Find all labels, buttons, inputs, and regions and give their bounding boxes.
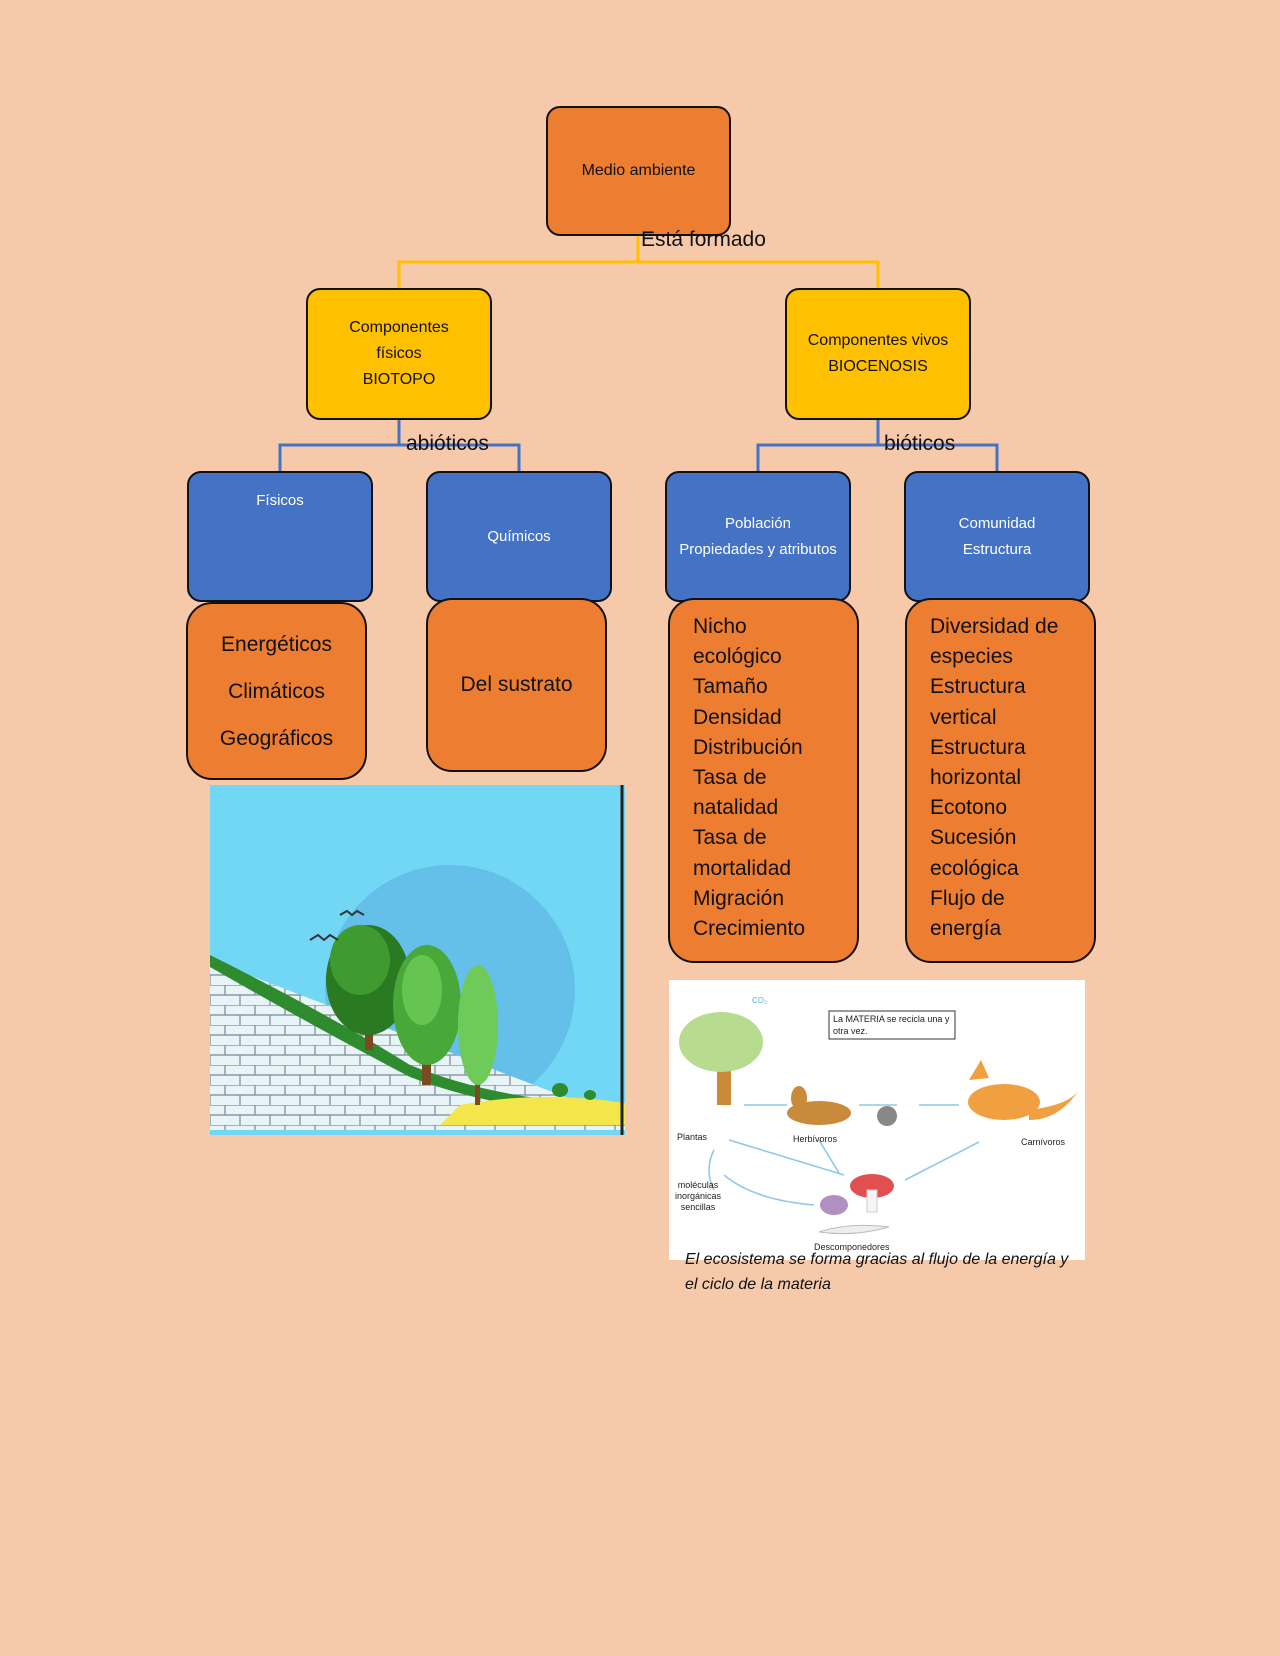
node-line: Población: [725, 514, 791, 532]
node-label: Químicos: [487, 527, 551, 545]
detail-item: Tasa de: [693, 766, 767, 790]
detail-item: ecológica: [930, 856, 1019, 880]
root-branch-line: [397, 260, 880, 288]
detail-item: horizontal: [930, 766, 1022, 790]
detail-item: Climáticos: [228, 679, 325, 703]
node-comunidad: Comunidad Estructura: [904, 471, 1090, 602]
detail-item: ecológico: [693, 645, 782, 669]
node-componentes-vivos: Componentes vivos BIOCENOSIS: [785, 288, 971, 420]
node-medio-ambiente: Medio ambiente: [546, 106, 731, 236]
node-label: Físicos: [256, 492, 304, 509]
biocenosis-branch-line: [756, 443, 999, 471]
node-line: Componentes vivos: [807, 332, 949, 349]
node-line: Comunidad: [958, 514, 1036, 532]
detail-item: Tamaño: [693, 675, 768, 699]
label-co2: CO₂: [752, 996, 768, 1005]
ecosystem-caption: El ecosistema se forma gracias al flujo …: [685, 1251, 1069, 1293]
detail-item: Ecotono: [930, 796, 1008, 820]
edge-label-bioticos: bióticos: [884, 432, 956, 455]
detail-item: Migración: [693, 886, 785, 910]
label-carnivoros: Carnívoros: [1021, 1137, 1066, 1147]
label-descomponedores: Descomponedores: [814, 1242, 890, 1252]
detail-item: energía: [930, 917, 1002, 941]
node-line: BIOTOPO: [362, 371, 436, 388]
detail-item: Flujo de: [930, 886, 1005, 910]
detail-comunidad: Diversidad de especies Estructura vertic…: [905, 598, 1096, 963]
detail-item: Densidad: [693, 705, 782, 729]
node-componentes-fisicos: Componentes físicos BIOTOPO: [306, 288, 492, 420]
detail-item: vertical: [930, 705, 997, 729]
hillside-trees-illustration: [210, 785, 625, 1135]
detail-item: Crecimiento: [693, 917, 806, 941]
label-moleculas: moléculas inorgánicas sencillas: [675, 1180, 721, 1213]
node-line: BIOCENOSIS: [828, 358, 928, 375]
node-poblacion: Población Propiedades y atributos: [665, 471, 851, 602]
node-line: Propiedades y atributos: [679, 540, 837, 558]
label-plantas: Plantas: [677, 1132, 708, 1142]
label-moleculas-line: moléculas: [677, 1180, 719, 1190]
node-fisicos: Físicos: [187, 471, 373, 602]
node-line: Componentes: [349, 319, 449, 336]
detail-item: Tasa de: [693, 826, 767, 850]
detail-fisicos: Energéticos Climáticos Geográficos: [186, 602, 367, 780]
label-moleculas-line: sencillas: [680, 1202, 716, 1212]
detail-poblacion: Nicho ecológico Tamaño Densidad Distribu…: [668, 598, 859, 963]
detail-item: mortalidad: [693, 856, 792, 880]
label-herbivoros: Herbívoros: [793, 1134, 838, 1144]
edge-label-esta-formado: Está formado: [641, 228, 766, 251]
node-line: físicos: [376, 345, 422, 362]
detail-item: Sucesión: [930, 826, 1017, 850]
detail-item: Diversidad de: [930, 615, 1059, 638]
cycle-note: La MATERIA se recicla una y otra vez.: [833, 1014, 950, 1036]
detail-item: natalidad: [693, 796, 779, 820]
detail-item: Distribución: [693, 735, 803, 759]
node-quimicos: Químicos: [426, 471, 612, 602]
edge-label-abioticos: abióticos: [406, 432, 489, 455]
biotopo-branch-line: [278, 443, 521, 471]
detail-item: Del sustrato: [460, 673, 573, 697]
detail-item: Energéticos: [221, 632, 332, 656]
detail-item: Nicho: [693, 615, 747, 638]
matter-cycle-illustration: La MATERIA se recicla una y otra vez. Pl…: [669, 980, 1085, 1260]
label-moleculas-line: inorgánicas: [675, 1191, 722, 1201]
node-label: Medio ambiente: [581, 162, 696, 180]
detail-item: Geográficos: [219, 726, 334, 750]
detail-item: especies: [930, 645, 1013, 669]
detail-item: Estructura: [930, 675, 1026, 699]
node-line: Estructura: [962, 540, 1032, 558]
detail-item: Estructura: [930, 735, 1026, 759]
detail-quimicos: Del sustrato: [426, 598, 607, 772]
